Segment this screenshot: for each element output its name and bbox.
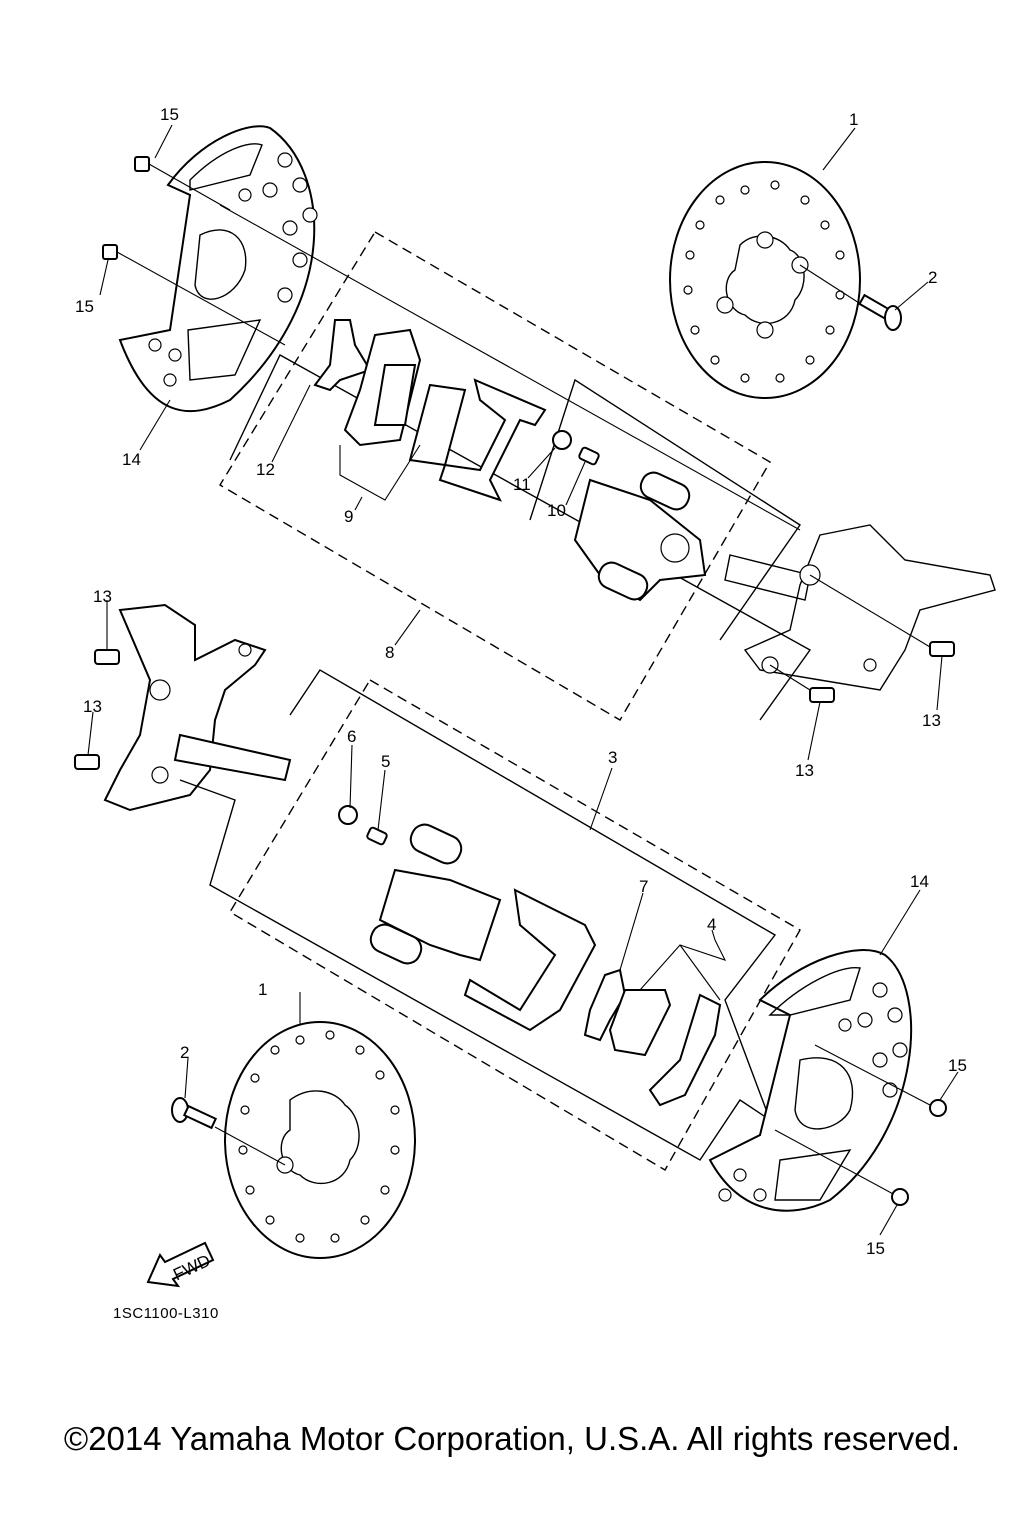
callout-11: 11 (513, 475, 531, 494)
bolt-15-lower-b (774, 1129, 909, 1206)
callout-8: 8 (385, 643, 394, 662)
disc-bolt-2-lower (171, 1097, 286, 1166)
callout-15-lower-b: 15 (866, 1239, 885, 1258)
brake-guard-lower (708, 949, 913, 1212)
brake-pad-4b (648, 993, 722, 1107)
steering-knuckle-right (724, 524, 996, 691)
caliper-solid-outline (229, 354, 812, 721)
callout-7: 7 (639, 877, 648, 896)
callout-4: 4 (707, 915, 716, 934)
brake-guard-upper (118, 125, 318, 413)
callout-3: 3 (608, 748, 617, 767)
callout-15-lower-a: 15 (948, 1056, 967, 1075)
bleed-screw-11 (552, 430, 572, 450)
brake-disc-upper (669, 161, 861, 399)
callout-2-lower: 2 (180, 1043, 189, 1062)
callout-1-lower: 1 (258, 980, 267, 999)
steering-knuckle-left (103, 603, 292, 812)
forward-arrow-icon: FWD (146, 1241, 215, 1288)
caliper-assembly-3-outline (229, 679, 801, 1171)
caliper-body-lower (369, 823, 502, 965)
callout-9: 9 (344, 507, 353, 526)
bolt-15-upper-a (134, 156, 231, 211)
knuckle-bolt-13-left-a (94, 649, 120, 665)
callout-13-left-a: 13 (93, 587, 112, 606)
caliper-body-upper (573, 471, 707, 602)
callout-2-upper: 2 (928, 268, 937, 287)
caliper-bracket-upper (438, 378, 547, 502)
bleed-screw-6 (338, 805, 358, 825)
knuckle-bolt-13-left-b (74, 754, 100, 770)
callout-15-upper-a: 15 (160, 105, 179, 124)
callout-14-upper: 14 (122, 450, 141, 469)
callout-5: 5 (381, 752, 390, 771)
caliper-bracket-outline (529, 378, 801, 641)
callout-13-right-b: 13 (795, 761, 814, 780)
caliper-assembly-8-outline (219, 231, 771, 721)
knuckle-bolt-13-right-b (769, 664, 835, 703)
callout-13-left-b: 13 (83, 697, 102, 716)
brake-pad-9a (343, 328, 422, 447)
callout-13-right-a: 13 (922, 711, 941, 730)
brake-disc-lower (224, 1021, 416, 1259)
caliper-solid-outline-lower (179, 669, 777, 1161)
brake-pad-4a (608, 989, 672, 1057)
callout-1-upper: 1 (849, 110, 858, 129)
exploded-parts-diagram: FWD 1 2 15 15 14 12 9 11 10 8 13 13 13 1… (74, 105, 996, 1288)
copyright-notice: ©2014 Yamaha Motor Corporation, U.S.A. A… (63, 1420, 961, 1457)
pad-spring-7 (583, 968, 627, 1042)
bleed-cap-5 (366, 826, 388, 846)
diagram-code: 1SC1100-L310 (113, 1305, 219, 1322)
bolt-15-lower-a (814, 1044, 947, 1117)
callout-10: 10 (547, 501, 566, 520)
callout-15-upper-b: 15 (75, 297, 94, 316)
callout-14-lower: 14 (910, 872, 929, 891)
callout-12: 12 (256, 460, 275, 479)
knuckle-bolt-13-right-a (809, 574, 955, 657)
disc-bolt-2-upper (799, 264, 902, 331)
bleed-cap-10 (578, 446, 600, 466)
pad-spring-12 (313, 319, 372, 392)
callout-6: 6 (347, 727, 356, 746)
caliper-bracket-lower (463, 888, 597, 1032)
bolt-15-upper-b (102, 244, 286, 346)
